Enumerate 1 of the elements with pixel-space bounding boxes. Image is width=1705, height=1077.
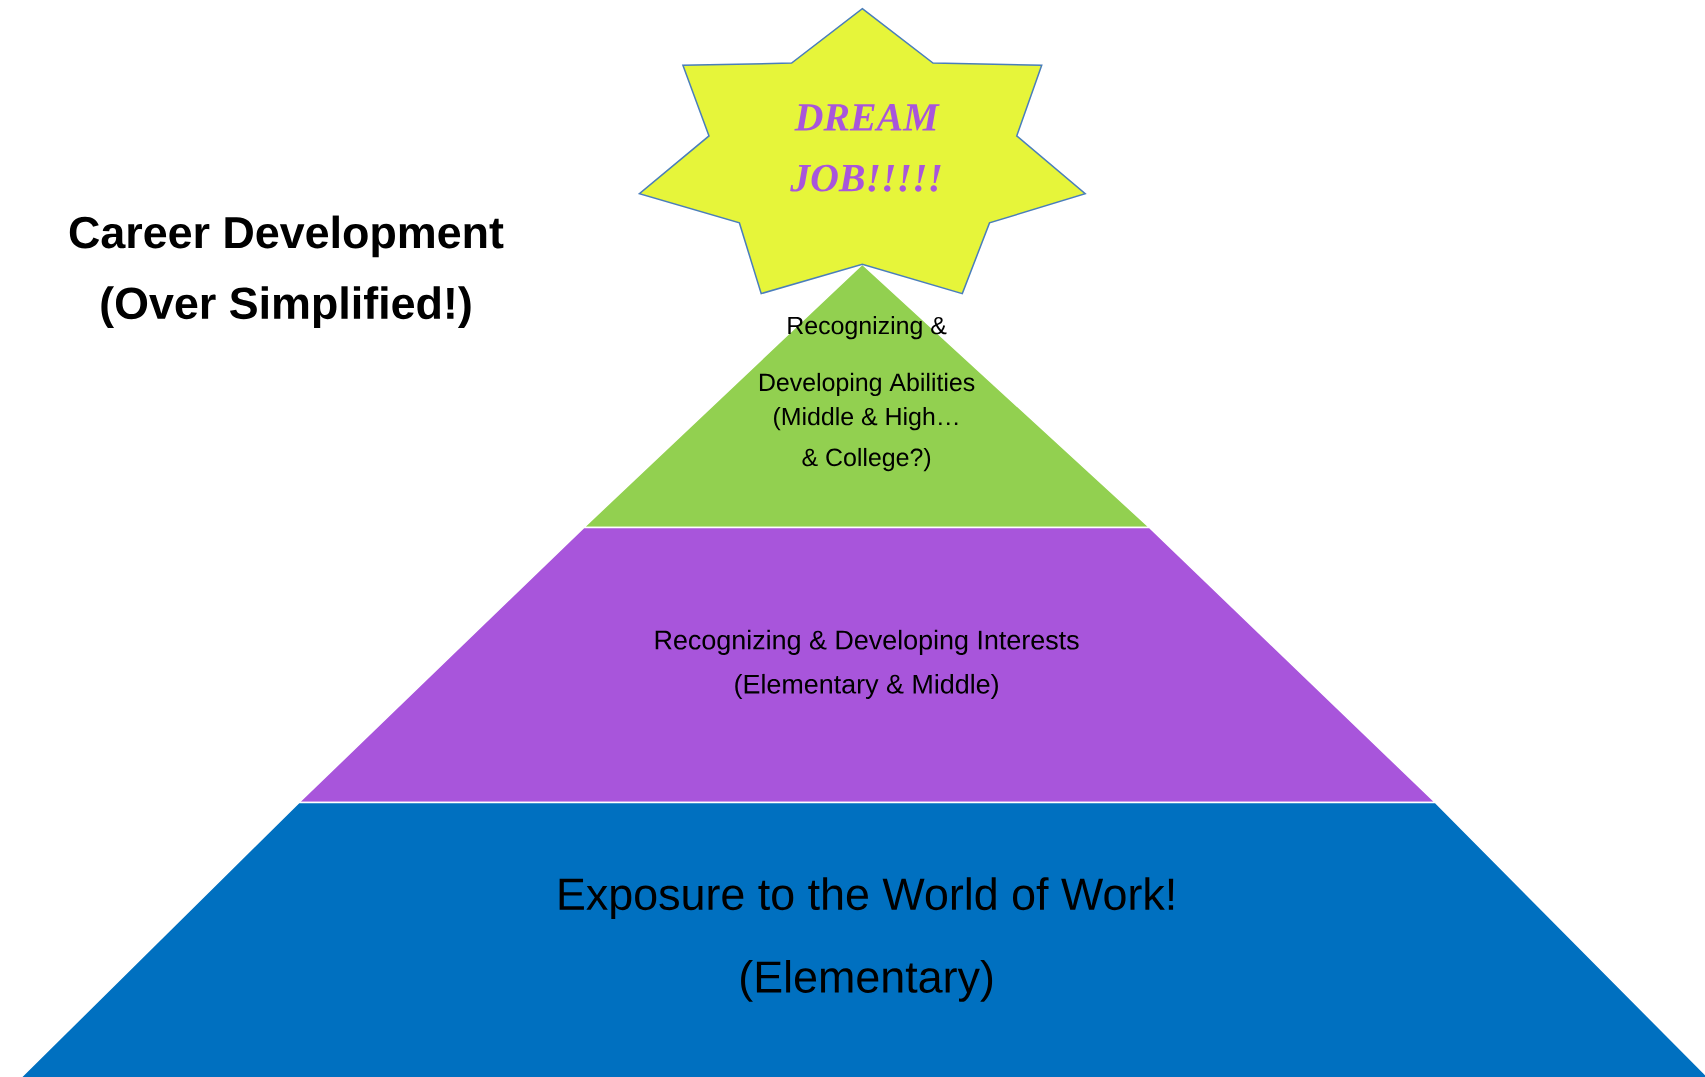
- title: Career Development (Over Simplified!): [69, 215, 504, 329]
